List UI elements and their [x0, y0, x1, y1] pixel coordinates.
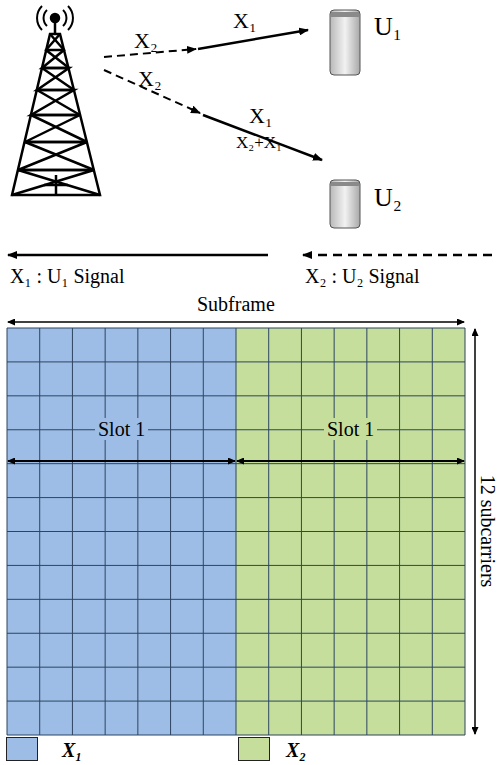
- beam-label: X₁: [249, 105, 273, 127]
- grid-line: [7, 429, 465, 430]
- base-station-tower: [12, 6, 100, 195]
- legend-swatch: [6, 737, 38, 761]
- grid-line: [7, 361, 465, 362]
- slot-label: Slot 1: [95, 418, 148, 440]
- grid-line: [7, 463, 465, 464]
- legend-text: X₂: [286, 740, 306, 760]
- signal-arrows: [8, 254, 492, 257]
- user-label: U₁: [374, 14, 402, 40]
- dimension-arrows: [8, 322, 475, 734]
- dimension-label: 12 subcarriers: [478, 473, 498, 590]
- grid-line: [7, 735, 465, 736]
- beam-label: X₂: [138, 68, 162, 90]
- time-slot: Slot 1: [236, 328, 465, 454]
- grid-line: [7, 497, 465, 498]
- grid-line: [7, 701, 465, 702]
- grid-line: [7, 395, 465, 396]
- grid-line: [7, 565, 465, 566]
- time-slot: Slot 1: [7, 328, 236, 454]
- resource-grid: [7, 328, 465, 735]
- signal-key: X₂ : U₂ Signal: [305, 266, 420, 286]
- signal-key: X₁ : U₁ Signal: [10, 266, 125, 286]
- slot-label: Slot 1: [324, 418, 377, 440]
- user-phones: [330, 10, 360, 228]
- signal-beams: [104, 30, 322, 160]
- beam-label: X₁: [233, 10, 257, 32]
- legend-swatch: [238, 737, 270, 761]
- user-label: U₂: [374, 185, 402, 211]
- grid-line: [7, 599, 465, 600]
- grid-line: [7, 633, 465, 634]
- grid-line: [7, 531, 465, 532]
- legend-text: X₁: [62, 740, 82, 760]
- grid-line: [7, 667, 465, 668]
- beam-label: X₂+X₁: [236, 134, 282, 151]
- grid-line: [7, 328, 465, 329]
- dimension-label: Subframe: [197, 294, 275, 314]
- beam-label: X₂: [134, 30, 158, 52]
